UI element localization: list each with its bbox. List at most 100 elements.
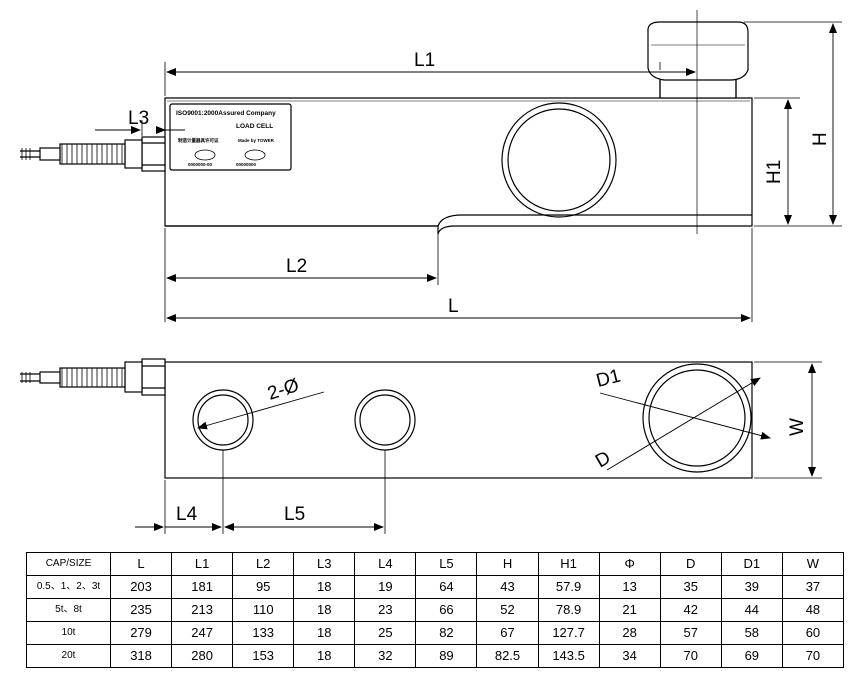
table-cell: 34	[598, 644, 661, 668]
table-header: L3	[293, 552, 356, 576]
table-cell: 127.7	[537, 621, 600, 645]
table-header: H	[476, 552, 539, 576]
table-cell: 18	[293, 644, 356, 668]
table-cell: 42	[659, 598, 722, 622]
table-cell: 82.5	[476, 644, 539, 668]
nameplate-line2: LOAD CELL	[236, 123, 273, 130]
table-row-header: 20t	[26, 644, 111, 668]
load-cell-drawing: L1 L3 L2 L H1 H ISO9001:2000Assured Comp…	[20, 10, 842, 534]
label-D1: D1	[594, 366, 623, 392]
table-cell: 66	[415, 598, 478, 622]
table-row-header: 0.5、1、2、3t	[26, 575, 111, 599]
table-row-header: 10t	[26, 621, 111, 645]
table-cell: 89	[415, 644, 478, 668]
table-cell: 143.5	[537, 644, 600, 668]
table-cell: 28	[598, 621, 661, 645]
table-header: H1	[537, 552, 600, 576]
top-view-body	[164, 361, 753, 479]
label-L4: L4	[176, 504, 198, 525]
table-cell: 35	[659, 575, 722, 599]
cable-gland-top	[20, 358, 166, 396]
table-cell: 69	[720, 644, 783, 668]
table-row-header: 5t、8t	[26, 598, 111, 622]
table-cell: 18	[293, 598, 356, 622]
table-cell: 58	[720, 621, 783, 645]
load-button	[647, 21, 749, 99]
table-cell: 95	[232, 575, 295, 599]
nameplate-text: ISO9001:2000Assured Company LOAD CELL 制造…	[176, 110, 276, 167]
table-header: W	[781, 552, 845, 576]
table-cell: 48	[781, 598, 845, 622]
nameplate	[169, 103, 292, 171]
table-cell: 181	[171, 575, 234, 599]
table-cell: 43	[476, 575, 539, 599]
table-header: D1	[720, 552, 783, 576]
table-cell: 279	[109, 621, 173, 645]
label-L3: L3	[128, 108, 149, 129]
side-view-body	[164, 97, 753, 235]
table-cell: 67	[476, 621, 539, 645]
table-cell: 18	[293, 575, 356, 599]
cable-gland	[20, 136, 166, 172]
table-cell: 70	[781, 644, 845, 668]
table-cell: 247	[171, 621, 234, 645]
table-header: L4	[354, 552, 417, 576]
mount-hole-1	[192, 389, 254, 451]
table-cell: 52	[476, 598, 539, 622]
table-cell: 60	[781, 621, 845, 645]
table-cell: 82	[415, 621, 478, 645]
table-cell: 213	[171, 598, 234, 622]
nameplate-line4b: 00000000	[236, 162, 257, 167]
mount-hole-2	[354, 389, 416, 451]
table-cell: 280	[171, 644, 234, 668]
leader-2-phi	[197, 391, 325, 430]
top-view	[20, 358, 822, 534]
table-cell: 25	[354, 621, 417, 645]
side-view	[20, 10, 842, 322]
leader-D1	[599, 392, 771, 440]
table-cell: 110	[232, 598, 295, 622]
table-header: Φ	[598, 552, 661, 576]
table-cell: 13	[598, 575, 661, 599]
table-cell: 44	[720, 598, 783, 622]
nameplate-line3b: Made by TOWER	[238, 138, 275, 143]
table-cell: 203	[109, 575, 173, 599]
load-hole-outer	[642, 363, 752, 473]
label-L5: L5	[284, 504, 305, 525]
load-hole-inner	[648, 369, 746, 467]
table-cell: 57	[659, 621, 722, 645]
table-cell: 70	[659, 644, 722, 668]
table-cell: 21	[598, 598, 661, 622]
nameplate-line4a: 0000000-00	[188, 162, 213, 167]
label-W: W	[787, 418, 808, 436]
table-cell: 78.9	[537, 598, 600, 622]
table-cell: 18	[293, 621, 356, 645]
label-H1: H1	[764, 160, 785, 184]
table-header: L2	[232, 552, 295, 576]
label-L: L	[448, 296, 459, 317]
nameplate-line1: ISO9001:2000Assured Company	[176, 110, 276, 117]
table-cell: 64	[415, 575, 478, 599]
table-cell: 153	[232, 644, 295, 668]
table-header: L	[109, 552, 173, 576]
label-H: H	[810, 132, 831, 146]
nameplate-line3a: 制造计量器具许可证	[178, 137, 219, 144]
label-D: D	[592, 447, 614, 472]
table-cell: 39	[720, 575, 783, 599]
table-cell: 23	[354, 598, 417, 622]
table-header: CAP/SIZE	[26, 552, 111, 576]
table-cell: 19	[354, 575, 417, 599]
table-header: L5	[415, 552, 478, 576]
table-header: D	[659, 552, 722, 576]
label-L1: L1	[414, 50, 435, 71]
leader-D	[606, 377, 761, 471]
table-header-row: CAP/SIZE L L1 L2 L3 L4 L5 H H1 Φ D D1 W	[26, 552, 845, 576]
table-cell: 318	[109, 644, 173, 668]
table-cell: 235	[109, 598, 173, 622]
table-cell: 57.9	[537, 575, 600, 599]
side-mount-hole	[501, 102, 617, 218]
